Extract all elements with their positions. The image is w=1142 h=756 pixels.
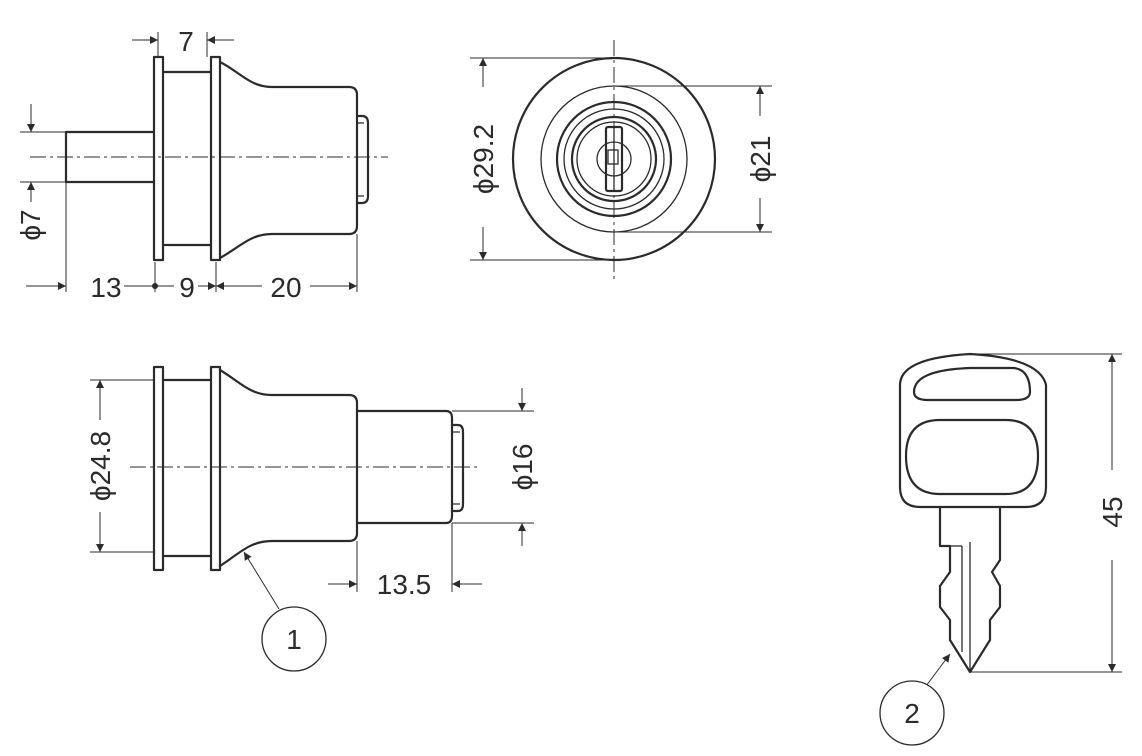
dimension-body-length-label: 20 bbox=[270, 272, 301, 303]
dimension-plunger-diameter: ϕ16 bbox=[452, 388, 538, 546]
dimension-face-inner-label: ϕ21 bbox=[745, 136, 776, 183]
front-face-outline bbox=[511, 40, 717, 280]
dimension-face-inner: ϕ21 bbox=[614, 85, 776, 233]
side-view-unlocked: ϕ24.8 ϕ16 13.5 1 bbox=[85, 365, 538, 672]
dimension-body-diameter-label: ϕ24.8 bbox=[85, 431, 116, 501]
dimension-chain-lengths: 13 9 20 bbox=[26, 182, 358, 303]
lock-outline bbox=[30, 55, 388, 262]
dimension-body-diameter: ϕ24.8 bbox=[85, 379, 154, 553]
dimension-pin-diameter-label: ϕ7 bbox=[15, 209, 46, 240]
front-view: ϕ29.2 ϕ21 bbox=[468, 40, 776, 280]
lock-outline-unlocked bbox=[130, 365, 480, 572]
dimension-key-length-label: 45 bbox=[1097, 496, 1128, 527]
key-outline bbox=[898, 352, 1048, 674]
dimension-face-outer-label: ϕ29.2 bbox=[468, 124, 499, 194]
callout-key-label: 2 bbox=[904, 698, 920, 729]
key-view: 45 2 bbox=[879, 352, 1128, 746]
callout-lock-body-label: 1 bbox=[286, 624, 302, 655]
dimension-top-width: 7 bbox=[132, 26, 234, 57]
dimension-plunger-stroke: 13.5 bbox=[328, 523, 482, 600]
dimension-top-width-label: 7 bbox=[178, 26, 194, 57]
dimension-key-length: 45 bbox=[970, 353, 1128, 673]
dimension-plunger-stroke-label: 13.5 bbox=[377, 569, 432, 600]
callout-lock-body: 1 bbox=[243, 551, 327, 672]
callout-key: 2 bbox=[879, 653, 951, 746]
dimension-flange-span-label: 9 bbox=[179, 272, 195, 303]
dimension-plunger-diameter-label: ϕ16 bbox=[507, 444, 538, 491]
dimension-pin-length-label: 13 bbox=[90, 272, 121, 303]
dimension-face-outer: ϕ29.2 bbox=[468, 57, 614, 261]
dimension-pin-diameter: ϕ7 bbox=[15, 104, 66, 241]
side-view-locked: 7 ϕ7 13 9 20 bbox=[15, 26, 388, 303]
